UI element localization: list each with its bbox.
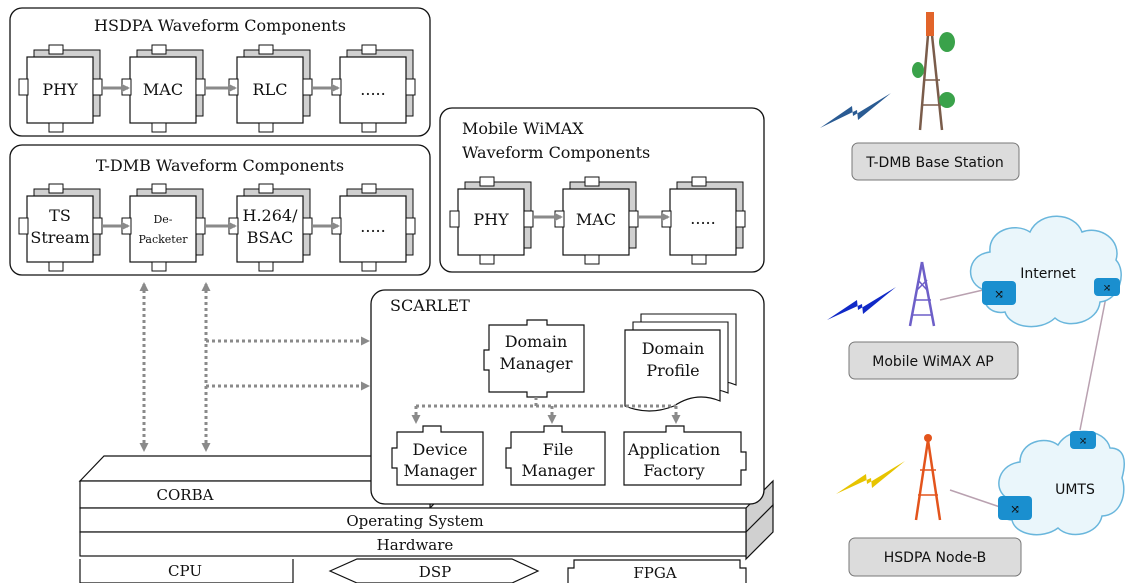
application-factory-box: Application Factory xyxy=(623,425,747,486)
svg-text:DSP: DSP xyxy=(419,563,451,581)
umts-router-icon: ⤨ xyxy=(1070,431,1096,449)
svg-text:Device: Device xyxy=(413,440,468,459)
os-layer: Operating System xyxy=(79,479,774,537)
svg-text:TS: TS xyxy=(49,206,71,225)
svg-text:⤨: ⤨ xyxy=(994,287,1004,301)
svg-text:.....: ..... xyxy=(360,80,385,99)
svg-text:⤨: ⤨ xyxy=(1010,502,1020,516)
hsdpa-block-phy: PHY xyxy=(18,44,103,133)
svg-text:PHY: PHY xyxy=(473,210,509,229)
tdmb-block-depacketer: De- Packeter xyxy=(121,183,206,272)
tdmb-block-ts-stream: TS Stream xyxy=(18,183,103,272)
file-manager-box: File Manager xyxy=(505,425,606,486)
svg-text:Manager: Manager xyxy=(499,354,572,373)
scarlet-title: SCARLET xyxy=(390,296,470,315)
hsdpa-panel: HSDPA Waveform Components PHY MAC RLC ..… xyxy=(9,7,431,137)
svg-text:Factory: Factory xyxy=(643,461,704,480)
wimax-panel-title-line2: Waveform Components xyxy=(462,143,650,162)
svg-text:Hardware: Hardware xyxy=(377,536,454,554)
wimax-ap-label: Mobile WiMAX AP xyxy=(848,341,1019,380)
scarlet-panel: SCARLET Domain Manager Domain Profile De… xyxy=(370,289,765,505)
svg-text:Mobile WiMAX AP: Mobile WiMAX AP xyxy=(872,354,994,370)
umts-gateway-router-icon: ⤨ xyxy=(998,496,1032,520)
cpu-unit: CPU xyxy=(79,559,294,583)
svg-text:Internet: Internet xyxy=(1020,266,1076,282)
hsdpa-tower-icon xyxy=(914,434,942,521)
dsp-unit: DSP xyxy=(328,558,540,583)
svg-text:H.264/: H.264/ xyxy=(243,206,299,225)
domain-manager-box: Domain Manager xyxy=(483,319,585,398)
svg-text:⤨: ⤨ xyxy=(1079,436,1087,447)
tdmb-tower-icon xyxy=(912,12,955,131)
wimax-block-phy: PHY xyxy=(449,176,534,265)
tdmb-station-label: T-DMB Base Station xyxy=(851,142,1020,181)
tdmb-block-more: ..... xyxy=(331,183,416,272)
hsdpa-nodeb-label: HSDPA Node-B xyxy=(848,537,1022,577)
wimax-panel-title-line1: Mobile WiMAX xyxy=(462,119,584,138)
wimax-block-more: ..... xyxy=(661,176,746,265)
internet-router-icon: ⤨ xyxy=(982,281,1016,305)
hsdpa-panel-title: HSDPA Waveform Components xyxy=(94,16,346,35)
svg-text:MAC: MAC xyxy=(143,80,183,99)
svg-text:File: File xyxy=(543,440,574,459)
network-area: T-DMB Base Station Internet ⤨ ⤨ Mobile xyxy=(820,12,1125,577)
svg-text:.....: ..... xyxy=(360,217,385,236)
svg-text:T-DMB Base Station: T-DMB Base Station xyxy=(865,155,1004,171)
svg-text:Domain: Domain xyxy=(642,339,705,358)
wimax-block-mac: MAC xyxy=(554,176,639,265)
svg-text:.....: ..... xyxy=(690,209,715,228)
hsdpa-block-more: ..... xyxy=(331,44,416,133)
svg-text:Operating System: Operating System xyxy=(346,512,483,530)
device-manager-box: Device Manager xyxy=(391,425,484,486)
network-link xyxy=(1079,291,1108,431)
svg-text:Packeter: Packeter xyxy=(139,233,189,246)
svg-text:CORBA: CORBA xyxy=(157,486,214,504)
svg-text:MAC: MAC xyxy=(576,210,616,229)
hsdpa-lightning-icon xyxy=(836,461,905,494)
svg-text:De-: De- xyxy=(153,213,172,226)
tdmb-block-h264-bsac: H.264/ BSAC xyxy=(228,183,313,272)
wimax-tower-icon xyxy=(908,261,936,327)
svg-text:Manager: Manager xyxy=(403,461,476,480)
hsdpa-block-mac: MAC xyxy=(121,44,206,133)
platform-stack: CORBA Operating System Hardware CPU DSP … xyxy=(78,454,774,583)
corba-bus-connectors xyxy=(139,282,370,452)
svg-text:⤨: ⤨ xyxy=(1103,283,1111,294)
network-link xyxy=(949,489,1001,508)
wimax-panel: Mobile WiMAX Waveform Components PHY MAC… xyxy=(439,107,765,273)
svg-text:Profile: Profile xyxy=(646,361,699,380)
tdmb-lightning-icon xyxy=(820,93,891,128)
svg-text:CPU: CPU xyxy=(168,562,202,580)
fpga-unit: FPGA xyxy=(567,559,747,583)
domain-manager-connectors xyxy=(411,397,681,424)
internet-edge-router-icon: ⤨ xyxy=(1094,278,1120,296)
svg-text:HSDPA Node-B: HSDPA Node-B xyxy=(884,550,986,566)
svg-text:BSAC: BSAC xyxy=(247,228,294,247)
tdmb-panel: T-DMB Waveform Components TS Stream De- … xyxy=(9,144,431,276)
svg-text:RLC: RLC xyxy=(253,80,288,99)
svg-text:FPGA: FPGA xyxy=(633,564,676,582)
internet-cloud: Internet xyxy=(969,215,1122,328)
hsdpa-block-rlc: RLC xyxy=(228,44,313,133)
svg-text:PHY: PHY xyxy=(42,80,78,99)
tdmb-panel-title: T-DMB Waveform Components xyxy=(96,156,344,175)
hardware-layer: Hardware xyxy=(79,503,774,561)
svg-text:Manager: Manager xyxy=(521,461,594,480)
wimax-lightning-icon xyxy=(827,287,896,320)
svg-text:Domain: Domain xyxy=(505,332,568,351)
svg-text:Application: Application xyxy=(627,440,720,459)
domain-profile-document: Domain Profile xyxy=(624,313,737,412)
svg-text:UMTS: UMTS xyxy=(1055,482,1095,498)
svg-text:Stream: Stream xyxy=(30,228,89,247)
